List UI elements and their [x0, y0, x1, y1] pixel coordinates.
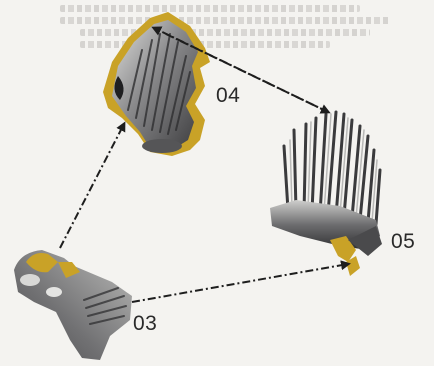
- arrow-03-to-04: [60, 124, 124, 248]
- specimen-03: [14, 250, 132, 360]
- label-03: 03: [133, 312, 157, 336]
- label-05: 05: [391, 230, 415, 254]
- specimen-05: [270, 112, 382, 276]
- arrow-03-to-05: [132, 264, 348, 302]
- label-04: 04: [216, 84, 240, 108]
